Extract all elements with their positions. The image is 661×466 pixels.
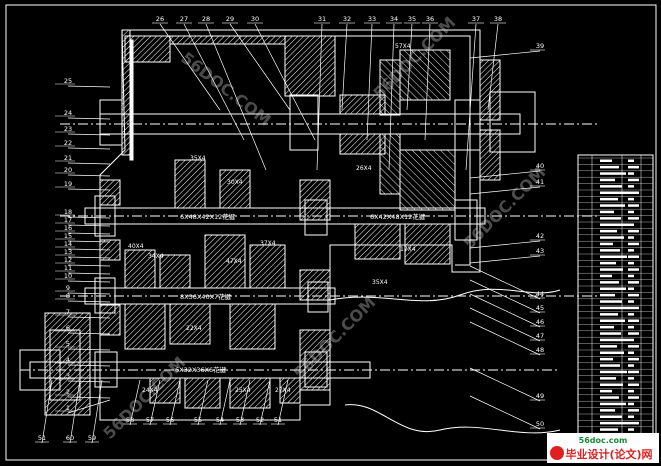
balloon-top-6: 32 bbox=[343, 15, 351, 23]
drawing-frame bbox=[5, 4, 657, 461]
balloon-right-2: 41 bbox=[536, 178, 544, 186]
balloon-left-13: 12 bbox=[64, 256, 72, 264]
gear-label-10: 24X4 bbox=[142, 387, 158, 394]
balloon-bottom-5: 56 bbox=[166, 416, 174, 424]
balloon-top-1: 27 bbox=[180, 15, 188, 23]
balloon-left-6: 19 bbox=[64, 180, 72, 188]
balloon-bottom-6: 55 bbox=[194, 416, 202, 424]
balloon-top-0: 26 bbox=[156, 15, 164, 23]
balloon-right-9: 48 bbox=[536, 346, 544, 354]
parts-list-table bbox=[577, 154, 654, 456]
gear-label-7: 17X4 bbox=[400, 246, 416, 253]
balloon-top-9: 35 bbox=[408, 15, 416, 23]
balloon-left-10: 15 bbox=[64, 232, 72, 240]
balloon-top-5: 31 bbox=[318, 15, 326, 23]
balloon-top-7: 33 bbox=[368, 15, 376, 23]
balloon-right-1: 40 bbox=[536, 162, 544, 170]
balloon-left-17: 8 bbox=[66, 292, 70, 300]
gear-label-0: 35X4 bbox=[190, 155, 206, 162]
balloon-right-8: 47 bbox=[536, 332, 544, 340]
balloon-right-4: 43 bbox=[536, 247, 544, 255]
balloon-left-22: 3 bbox=[66, 372, 70, 380]
balloon-bottom-1: 60 bbox=[66, 434, 74, 442]
balloon-left-16: 9 bbox=[66, 284, 70, 292]
gear-label-5: 37X4 bbox=[260, 240, 276, 247]
balloon-left-5: 20 bbox=[64, 166, 72, 174]
shaft-label-3: 6X32X36X6花键 bbox=[175, 365, 227, 374]
balloon-left-2: 23 bbox=[64, 125, 72, 133]
balloon-leaders bbox=[35, 22, 545, 444]
balloon-bottom-4: 57 bbox=[146, 416, 154, 424]
balloon-right-5: 44 bbox=[536, 290, 544, 298]
balloon-right-3: 42 bbox=[536, 232, 544, 240]
shaft-label-2: 8X36X40X7花键 bbox=[180, 292, 232, 301]
break-line bbox=[329, 288, 561, 434]
gear-label-9: 22X4 bbox=[186, 325, 202, 332]
gear-label-1: 30X4 bbox=[227, 179, 243, 186]
gear-label-13: 57X4 bbox=[395, 43, 411, 50]
balloon-left-19: 6 bbox=[66, 324, 70, 332]
gear-label-4: 34X4 bbox=[148, 253, 164, 260]
balloon-top-11: 37 bbox=[472, 15, 480, 23]
balloon-left-1: 24 bbox=[64, 109, 72, 117]
gear-label-6: 47X4 bbox=[226, 258, 242, 265]
balloon-left-21: 4 bbox=[66, 356, 70, 364]
balloon-top-8: 34 bbox=[390, 15, 398, 23]
balloon-right-11: 50 bbox=[536, 420, 544, 428]
balloon-top-10: 36 bbox=[426, 15, 434, 23]
balloon-right-10: 49 bbox=[536, 392, 544, 400]
balloon-left-23: 2 bbox=[66, 388, 70, 396]
balloon-top-3: 29 bbox=[226, 15, 234, 23]
balloon-left-0: 25 bbox=[64, 77, 72, 85]
balloon-right-7: 46 bbox=[536, 318, 544, 326]
gear-label-3: 40X4 bbox=[128, 243, 144, 250]
balloon-bottom-0: 51 bbox=[38, 434, 46, 442]
balloon-left-20: 5 bbox=[66, 340, 70, 348]
balloon-left-9: 16 bbox=[64, 224, 72, 232]
balloon-left-4: 21 bbox=[64, 154, 72, 162]
gear-label-2: 26X4 bbox=[356, 165, 372, 172]
balloon-bottom-10: 51 bbox=[274, 416, 282, 424]
balloon-left-11: 14 bbox=[64, 240, 72, 248]
input-pulley bbox=[19, 312, 91, 416]
site-logo: 56doc.com 毕业设计(论文)网 bbox=[547, 433, 659, 463]
balloon-bottom-8: 53 bbox=[236, 416, 244, 424]
gear-label-12: 27X4 bbox=[275, 387, 291, 394]
logo-emblem bbox=[550, 446, 564, 460]
balloon-left-8: 17 bbox=[64, 216, 72, 224]
shaft-label-0: 6X48X42X12花键 bbox=[180, 212, 236, 221]
gears bbox=[124, 59, 451, 409]
gear-label-8: 35X4 bbox=[372, 279, 388, 286]
balloon-bottom-2: 59 bbox=[88, 434, 96, 442]
balloon-left-14: 11 bbox=[64, 264, 72, 272]
balloon-left-24: 1 bbox=[66, 404, 70, 412]
balloon-right-0: 39 bbox=[536, 42, 544, 50]
balloon-left-12: 13 bbox=[64, 248, 72, 256]
balloon-right-6: 45 bbox=[536, 304, 544, 312]
balloon-top-2: 28 bbox=[202, 15, 210, 23]
watermark-0: 56DOC.COM bbox=[178, 48, 275, 130]
balloon-top-12: 38 bbox=[494, 15, 502, 23]
shaft-label-1: 6X42X48X12花键 bbox=[370, 212, 426, 221]
output-coupling bbox=[479, 59, 536, 181]
balloon-left-18: 7 bbox=[66, 308, 70, 316]
balloon-left-7: 18 bbox=[64, 208, 72, 216]
balloon-left-15: 10 bbox=[64, 272, 72, 280]
balloon-bottom-9: 52 bbox=[256, 416, 264, 424]
balloon-bottom-7: 54 bbox=[216, 416, 224, 424]
gear-label-11: 25X4 bbox=[235, 387, 251, 394]
balloon-left-3: 22 bbox=[64, 139, 72, 147]
balloon-bottom-3: 58 bbox=[126, 416, 134, 424]
logo-title: 毕业设计(论文)网 bbox=[565, 447, 652, 461]
balloon-top-4: 30 bbox=[251, 15, 259, 23]
logo-url: 56doc.com bbox=[579, 436, 628, 445]
